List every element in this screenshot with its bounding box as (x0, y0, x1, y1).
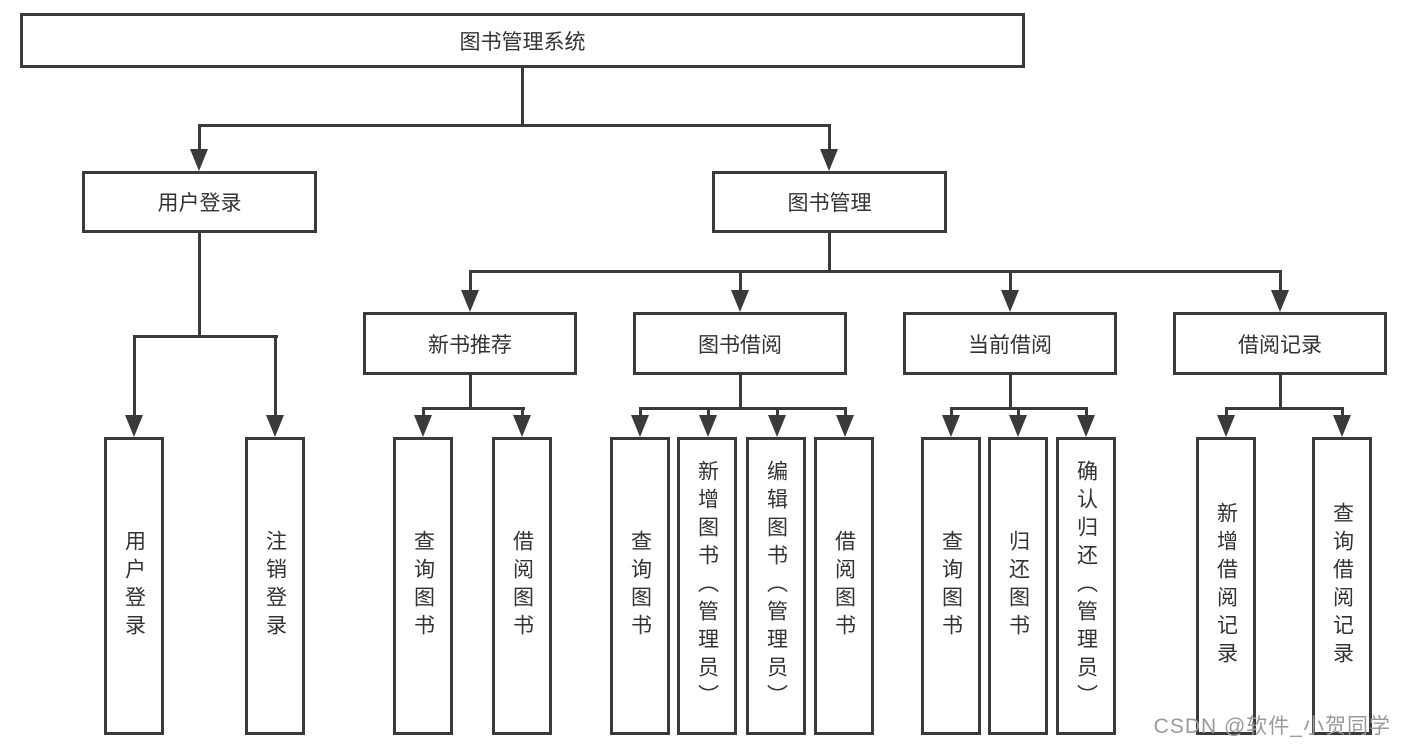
arrow-down-icon (1001, 290, 1019, 312)
arrow-down-icon (942, 415, 960, 437)
connector-line (469, 270, 1282, 273)
connector-line (133, 335, 136, 419)
leaf-query-borrow-record: 查询借阅记录 (1312, 437, 1372, 735)
node-current-borrowing: 当前借阅 (903, 312, 1117, 375)
connector-line (639, 407, 642, 419)
leaf-label: 查询借阅记录 (1330, 502, 1354, 670)
connector-line (1225, 407, 1344, 410)
connector-line (198, 233, 201, 335)
leaf-label: 借阅图书 (832, 530, 856, 642)
leaf-label: 查询图书 (939, 530, 963, 642)
connector-line (198, 124, 831, 127)
arrow-down-icon (266, 415, 284, 437)
leaf-label: 查询图书 (628, 530, 652, 642)
node-book-borrowing: 图书借阅 (633, 312, 847, 375)
arrow-down-icon (1217, 415, 1235, 437)
leaf-query-books-recommend: 查询图书 (393, 437, 453, 735)
connector-line (1017, 407, 1020, 419)
leaf-return-books: 归还图书 (988, 437, 1048, 735)
connector-line (639, 407, 847, 410)
arrow-down-icon (461, 290, 479, 312)
connector-line (950, 407, 953, 419)
connector-line (198, 124, 201, 152)
arrow-down-icon (699, 415, 717, 437)
connector-line (844, 407, 847, 419)
connector-line (422, 407, 425, 419)
leaf-label: 查询图书 (411, 530, 435, 642)
arrow-down-icon (731, 290, 749, 312)
arrow-down-icon (631, 415, 649, 437)
connector-line (521, 68, 524, 127)
arrow-down-icon (836, 415, 854, 437)
leaf-add-borrow-record: 新增借阅记录 (1196, 437, 1256, 735)
connector-line (1085, 407, 1088, 419)
connector-line (469, 375, 472, 407)
arrow-down-icon (768, 415, 786, 437)
arrow-down-icon (190, 149, 208, 171)
leaf-borrow-books-recommend: 借阅图书 (492, 437, 552, 735)
connector-line (422, 407, 525, 410)
connector-line (739, 270, 742, 292)
node-borrow-records: 借阅记录 (1173, 312, 1387, 375)
leaf-confirm-return-admin: 确认归还（管理员） (1056, 437, 1116, 735)
leaf-borrow-books: 借阅图书 (814, 437, 874, 735)
arrow-down-icon (820, 149, 838, 171)
leaf-label: 新增图书（管理员） (695, 460, 719, 712)
arrow-down-icon (414, 415, 432, 437)
arrow-down-icon (1271, 290, 1289, 312)
leaf-edit-books-admin: 编辑图书（管理员） (746, 437, 806, 735)
csdn-watermark: CSDN @软件_小贺同学 (1153, 715, 1391, 738)
leaf-label: 确认归还（管理员） (1074, 460, 1098, 712)
connector-line (828, 233, 831, 273)
connector-line (776, 407, 779, 419)
leaf-query-books-borrowing: 查询图书 (610, 437, 670, 735)
connector-line (133, 335, 278, 338)
connector-line (521, 407, 524, 419)
connector-line (1341, 407, 1344, 419)
leaf-label: 注销登录 (263, 530, 287, 642)
arrow-down-icon (1333, 415, 1351, 437)
leaf-label: 用户登录 (122, 530, 146, 642)
node-new-book-recommend: 新书推荐 (363, 312, 577, 375)
leaf-label: 归还图书 (1006, 530, 1030, 642)
node-root: 图书管理系统 (20, 13, 1025, 68)
leaf-query-books-current: 查询图书 (921, 437, 981, 735)
connector-line (707, 407, 710, 419)
node-user-login: 用户登录 (82, 171, 317, 233)
node-book-management: 图书管理 (712, 171, 947, 233)
connector-line (739, 375, 742, 407)
arrow-down-icon (1077, 415, 1095, 437)
connector-line (1225, 407, 1228, 419)
arrow-down-icon (513, 415, 531, 437)
connector-line (1279, 375, 1282, 407)
leaf-user-login: 用户登录 (104, 437, 164, 735)
connector-line (1009, 375, 1012, 407)
leaf-label: 借阅图书 (510, 530, 534, 642)
leaf-label: 编辑图书（管理员） (764, 460, 788, 712)
leaf-label: 新增借阅记录 (1214, 502, 1238, 670)
connector-line (469, 270, 472, 292)
connector-line (1279, 270, 1282, 292)
arrow-down-icon (125, 415, 143, 437)
connector-line (1009, 270, 1012, 292)
leaf-add-books-admin: 新增图书（管理员） (677, 437, 737, 735)
connector-line (828, 124, 831, 152)
connector-line (274, 335, 277, 419)
leaf-logout: 注销登录 (245, 437, 305, 735)
arrow-down-icon (1009, 415, 1027, 437)
